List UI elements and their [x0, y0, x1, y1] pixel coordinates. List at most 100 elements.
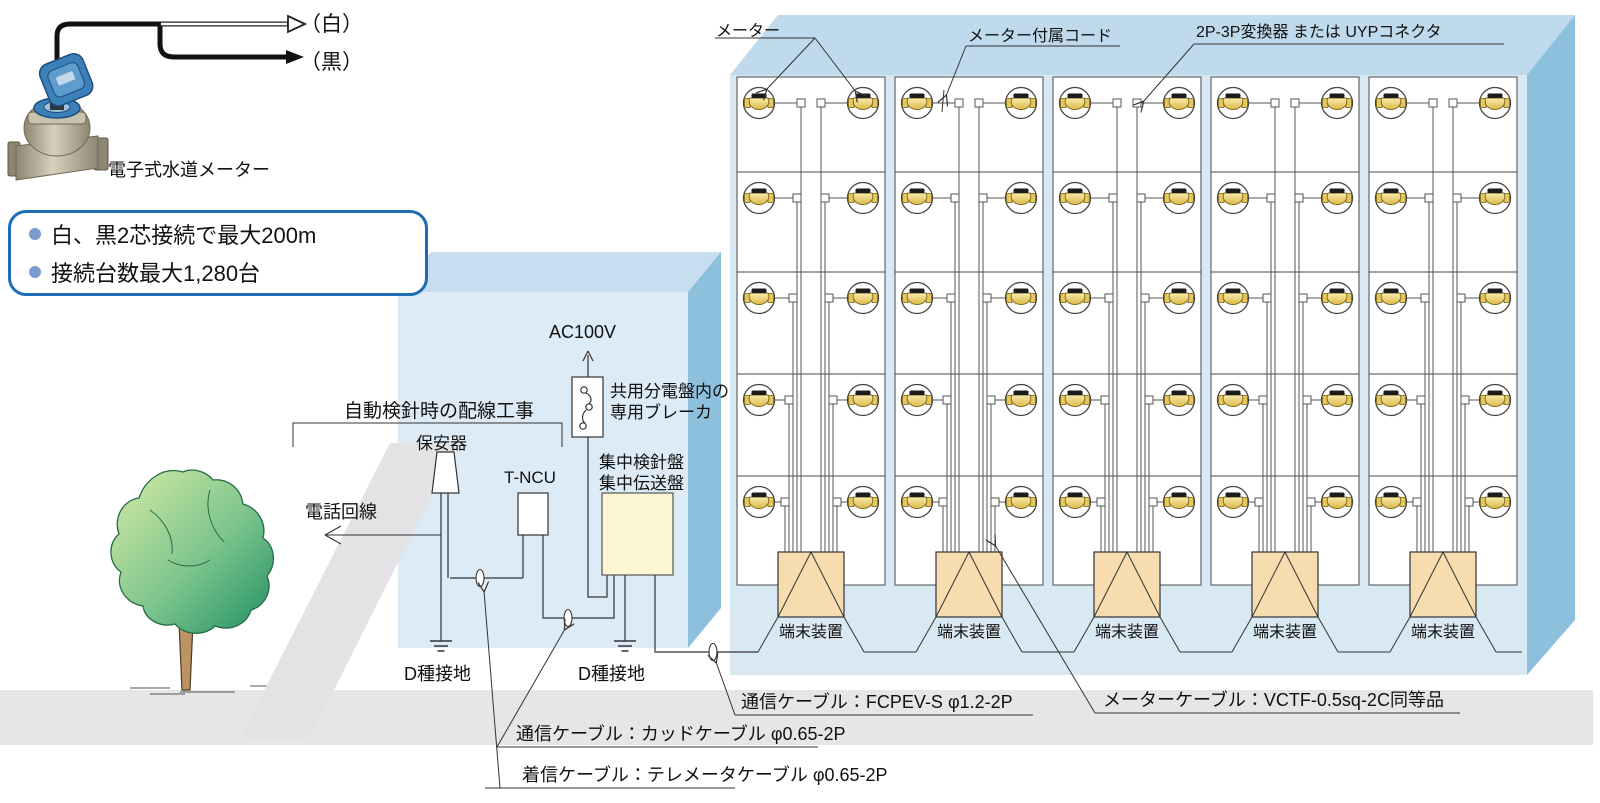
terminal-label-2: 端末装置	[936, 624, 1001, 641]
bullet-icon	[29, 266, 41, 278]
water-meter-icon	[1058, 86, 1092, 120]
terminal-device-box	[1251, 551, 1319, 618]
water-meter-icon	[900, 281, 934, 315]
converter-connector	[788, 293, 798, 303]
terminal-label-5: 端末装置	[1410, 624, 1475, 641]
water-meter-icon	[1162, 485, 1196, 519]
converter-connector	[1460, 395, 1470, 405]
water-meter-icon	[900, 181, 934, 215]
water-meter-icon	[846, 181, 880, 215]
water-meter-icon	[742, 281, 776, 315]
converter-connector	[1254, 497, 1264, 507]
tree-illustration	[110, 469, 280, 695]
cord-callout-label: メーター付属コード	[968, 28, 1113, 45]
water-meter-icon	[1374, 281, 1408, 315]
equipment-wiring	[292, 350, 758, 653]
terminal-device-box	[935, 551, 1003, 618]
bus-riser	[915, 616, 937, 653]
converter-connector	[1290, 98, 1300, 108]
water-meter-icon	[1162, 86, 1196, 120]
water-meter-icon	[1162, 281, 1196, 315]
converter-connector	[832, 497, 842, 507]
breaker-label: 共用分電盤内の 専用ブレーカ	[610, 381, 729, 424]
converter-connector	[1452, 193, 1462, 203]
protector-label: 保安器	[416, 434, 467, 453]
water-meter-icon	[1374, 383, 1408, 417]
water-meter-icon	[1374, 485, 1408, 519]
converter-connector	[796, 98, 806, 108]
water-meter-icon	[1320, 383, 1354, 417]
converter-connector	[1140, 293, 1150, 303]
ground-label-2: D種接地	[578, 664, 645, 684]
bus-riser	[1231, 616, 1253, 653]
water-meter-icon	[742, 383, 776, 417]
water-meter-icon	[1478, 86, 1512, 120]
converter-connector	[780, 497, 790, 507]
converter-connector	[1144, 395, 1154, 405]
feature-note-box: 白、黒2芯接続で最大200m 接続台数最大1,280台	[8, 210, 428, 296]
converter-connector	[816, 98, 826, 108]
water-meter-icon	[846, 86, 880, 120]
water-meter-icon	[1374, 86, 1408, 120]
ground-label-1: D種接地	[404, 664, 471, 684]
cable-quad-label: 通信ケーブル：カッドケーブル φ0.65-2P	[516, 724, 846, 744]
bullet-icon	[29, 228, 41, 240]
converter-connector	[1270, 98, 1280, 108]
water-meter-icon	[1374, 181, 1408, 215]
converter-connector	[978, 193, 988, 203]
feature-item-text: 白、黒2芯接続で最大200m	[51, 223, 317, 248]
converter-connector	[1104, 293, 1114, 303]
collector-panel-line2: 集中伝送盤	[599, 474, 684, 494]
converter-connector	[1464, 497, 1474, 507]
converter-connector	[1416, 395, 1426, 405]
cable-fcpev-label: 通信ケーブル：FCPEV-S φ1.2-2P	[741, 692, 1013, 712]
water-meter-icon	[1478, 485, 1512, 519]
water-meter-icon	[900, 86, 934, 120]
converter-connector	[974, 98, 984, 108]
converter-connector	[820, 193, 830, 203]
collector-panel-label: 集中検針盤 集中伝送盤	[599, 452, 684, 495]
black-wire-arrow	[286, 50, 304, 64]
converter-connector	[986, 395, 996, 405]
terminal-device-box	[777, 551, 845, 618]
converter-connector	[1258, 395, 1268, 405]
terminal-device-box	[1409, 551, 1477, 618]
feature-item: 白、黒2芯接続で最大200m	[29, 218, 425, 250]
converter-connector	[824, 293, 834, 303]
water-meter-icon	[1478, 181, 1512, 215]
ac100v-label: AC100V	[549, 322, 617, 342]
converter-connector	[1096, 497, 1106, 507]
bus-riser	[1317, 616, 1339, 653]
converter-connector	[1302, 395, 1312, 405]
converter-connector	[990, 497, 1000, 507]
water-meter-icon	[900, 485, 934, 519]
white-wire-label: （白）	[300, 13, 363, 36]
water-meter-icon	[1216, 181, 1250, 215]
converter-connector	[938, 497, 948, 507]
tncu-label: T-NCU	[504, 468, 556, 487]
water-meter-icon	[1004, 485, 1038, 519]
converter-connector	[1412, 497, 1422, 507]
water-meter-icon	[1320, 181, 1354, 215]
water-meter-icon	[742, 485, 776, 519]
meter-photo-group	[7, 14, 308, 181]
converter-connector	[1448, 98, 1458, 108]
water-meter-icon	[742, 86, 776, 120]
converter-connector	[954, 98, 964, 108]
building-roof	[730, 15, 1575, 75]
terminal-device-box	[1093, 551, 1161, 618]
converter-connector	[946, 293, 956, 303]
bus-riser	[1001, 616, 1023, 653]
water-meter-icon	[1162, 383, 1196, 417]
meter-grid	[736, 76, 1522, 653]
converter-connector	[1266, 193, 1276, 203]
water-meter-icon	[1216, 86, 1250, 120]
water-meter-icon	[1320, 485, 1354, 519]
water-meter-icon	[1058, 485, 1092, 519]
water-meter-icon	[846, 281, 880, 315]
converter-connector	[942, 395, 952, 405]
breaker-label-line2: 専用ブレーカ	[610, 403, 712, 423]
converter-connector	[1136, 193, 1146, 203]
water-meter-icon	[1004, 86, 1038, 120]
